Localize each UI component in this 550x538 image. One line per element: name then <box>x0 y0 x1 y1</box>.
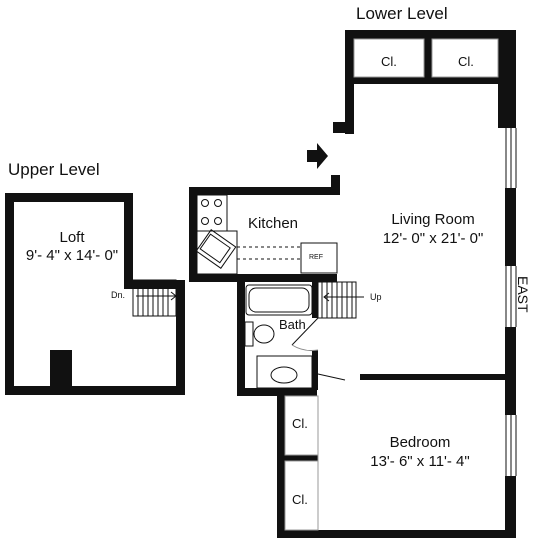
living-room-name: Living Room <box>391 211 475 228</box>
kitchen-name: Kitchen <box>247 215 299 232</box>
east-wall-1 <box>498 30 516 128</box>
east-wall-2 <box>505 188 516 266</box>
burner-icon <box>201 199 209 207</box>
loft-wall-east-upper <box>124 193 133 289</box>
sink-basin-inner <box>199 233 231 264</box>
loft-name: Loft <box>59 229 85 246</box>
window-1 <box>505 128 517 188</box>
lower-wall-northwest <box>345 30 354 134</box>
bedroom-name: Bedroom <box>389 434 451 451</box>
lower-wall-south <box>277 530 516 538</box>
bath-door <box>291 317 319 346</box>
burner-icon <box>214 199 222 207</box>
loft-stair-wall-top <box>124 280 180 289</box>
closet-label-1: Cl. <box>381 54 397 69</box>
loft-stairs <box>132 279 177 317</box>
loft-wall-east-lower <box>176 280 185 387</box>
closets-partition <box>283 455 318 461</box>
entry-arrow-icon <box>307 143 328 169</box>
bath-wall-east-lower <box>312 350 318 390</box>
burner-icon <box>214 217 222 225</box>
refrigerator <box>300 242 338 274</box>
closet-label-4: Cl. <box>292 492 308 507</box>
bedroom-wall-north <box>360 374 506 380</box>
compass-label: EAST <box>515 276 531 313</box>
kitchen-wall-north <box>189 187 340 195</box>
refrigerator-label: REF <box>309 254 323 261</box>
stairs-down-label: Dn. <box>111 290 126 300</box>
loft-chimney <box>50 350 72 395</box>
lower-level-title: Lower Level <box>356 4 448 23</box>
bath-wall-south <box>237 388 317 396</box>
east-wall-3 <box>505 327 516 415</box>
loft-wall-north <box>5 193 133 202</box>
living-room-dims: 12'- 0" x 21'- 0" <box>382 230 484 247</box>
burner-icon <box>201 217 209 225</box>
bathtub-basin <box>248 287 310 313</box>
loft-wall-west <box>5 193 14 393</box>
window-2 <box>505 266 517 327</box>
kitchen-wall-south <box>189 274 337 282</box>
loft-dims: 9'- 4" x 14'- 0" <box>25 247 119 264</box>
stairs-up-label: Up <box>370 292 382 302</box>
closets-divider <box>424 38 432 84</box>
vanity-sink <box>270 366 298 384</box>
east-wall-4 <box>505 476 516 532</box>
closet-2-outline <box>431 38 499 78</box>
lower-stairs <box>317 281 364 319</box>
sink-counter <box>196 230 238 275</box>
closet-label-2: Cl. <box>458 54 474 69</box>
bath-name: Bath <box>279 317 306 332</box>
bath-wall-east-upper <box>312 282 318 318</box>
vanity <box>256 355 313 389</box>
stove <box>196 194 228 232</box>
window-3 <box>505 415 517 476</box>
closet-1-outline <box>353 38 425 78</box>
entry-jamb-lower <box>331 175 340 195</box>
bathtub <box>245 284 313 316</box>
fixtures <box>132 38 517 531</box>
toilet-bowl <box>253 324 275 344</box>
sink-basin <box>195 229 237 269</box>
closet-label-3: Cl. <box>292 416 308 431</box>
entry-jamb-upper <box>333 122 354 133</box>
lower-wall-north <box>345 30 507 39</box>
upper-level-title: Upper Level <box>8 160 100 179</box>
bath-wall-west <box>237 282 245 394</box>
bath-door-swing <box>291 344 319 351</box>
kitchen-wall-west <box>189 187 197 282</box>
toilet-tank <box>244 321 254 347</box>
bedroom-dims: 13'- 6" x 11'- 4" <box>370 453 470 470</box>
bedroom-closets-west-wall <box>277 394 285 538</box>
walls <box>5 30 516 538</box>
loft-wall-south <box>5 386 185 395</box>
bedroom-door <box>317 373 346 381</box>
